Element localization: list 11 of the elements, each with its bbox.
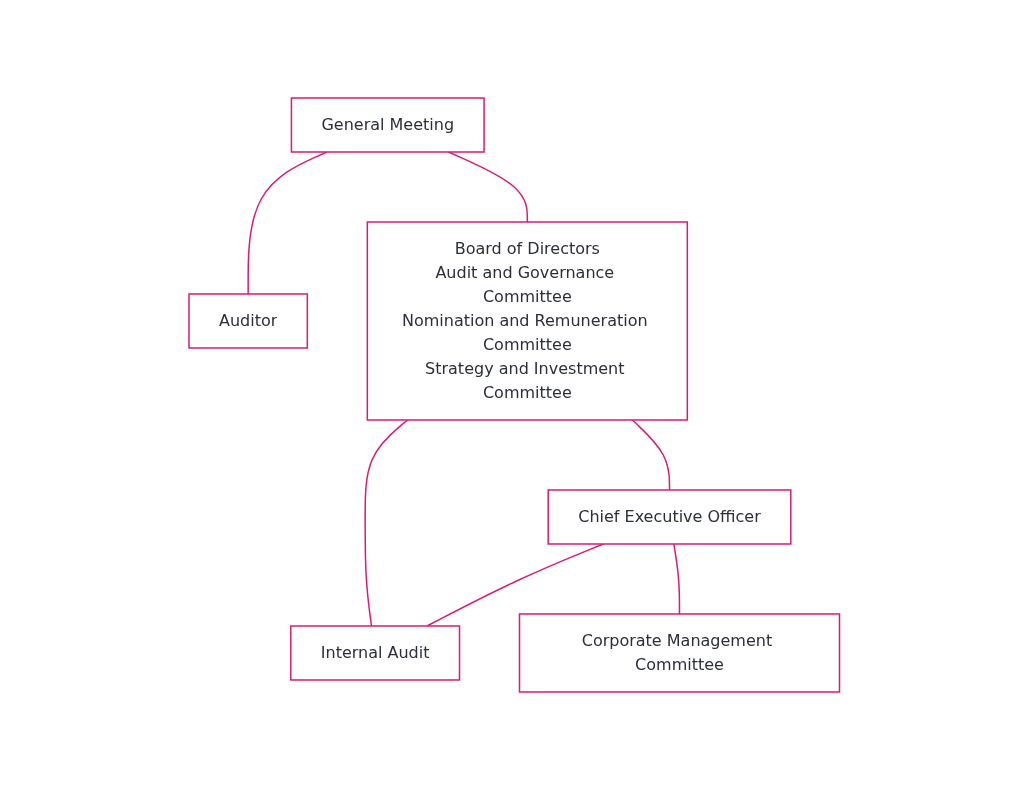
node-box: Auditor (188, 293, 308, 349)
connector (364, 419, 408, 627)
connector (631, 419, 670, 491)
node-box: General Meeting (290, 97, 485, 153)
node-box: Corporate Management Committee (518, 613, 840, 693)
node-box: Chief Executive Officer (547, 489, 792, 545)
connector (672, 543, 680, 615)
node-box: Internal Audit (289, 625, 460, 681)
node-box: Board of Directors Audit and Governance Committee Nomination and Remuneration Committee Strategy and Investment Committee (366, 221, 688, 421)
connector (426, 543, 604, 627)
connector (247, 151, 328, 295)
